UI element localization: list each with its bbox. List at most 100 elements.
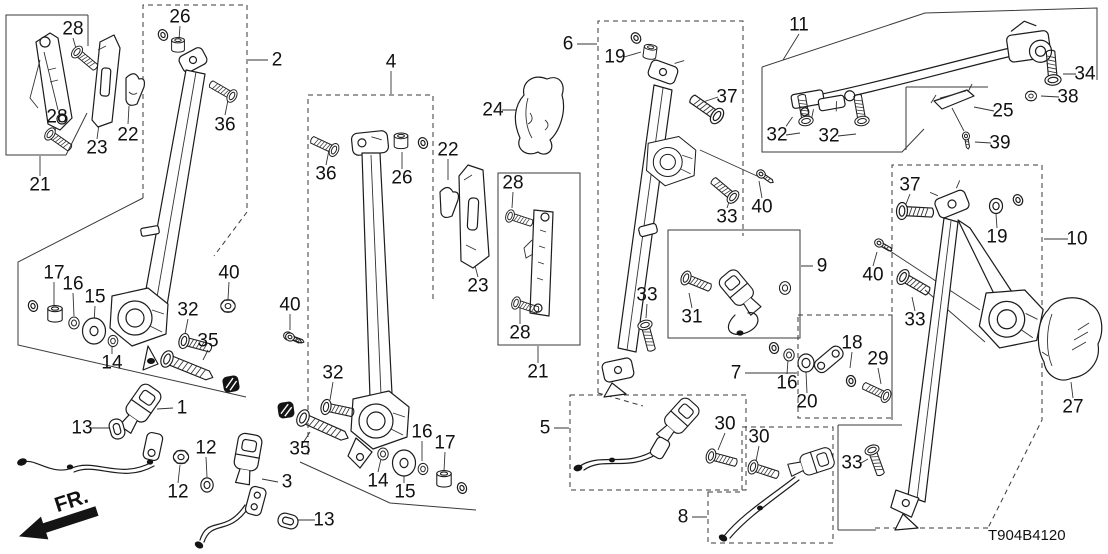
part-callout-37[interactable]: 37: [899, 174, 921, 196]
part-callout-26[interactable]: 26: [169, 6, 191, 28]
drawing-cap-35a: [221, 374, 241, 394]
part-callout-30[interactable]: 30: [748, 426, 770, 448]
part-callout-9[interactable]: 9: [816, 255, 828, 277]
part-callout-13[interactable]: 13: [313, 509, 335, 531]
drawing-washer-19b: [988, 197, 1004, 215]
drawing-clip-22-center: [439, 186, 460, 219]
part-callout-16[interactable]: 16: [62, 273, 84, 295]
part-callout-16[interactable]: 16: [411, 421, 433, 443]
part-callout-33[interactable]: 33: [636, 284, 658, 306]
part-callout-14[interactable]: 14: [367, 470, 389, 492]
part-callout-18[interactable]: 18: [841, 332, 863, 354]
drawing-height-adjuster-21-left: [29, 32, 73, 131]
part-callout-17[interactable]: 17: [434, 432, 456, 454]
drawing-bolt-28c: [503, 208, 535, 230]
part-callout-36[interactable]: 36: [315, 163, 337, 185]
part-callout-20[interactable]: 20: [796, 391, 818, 413]
drawing-bolt-30a: [704, 447, 740, 471]
part-callout-40[interactable]: 40: [751, 196, 773, 218]
part-callout-12[interactable]: 12: [167, 481, 189, 503]
drawing-buckle-assembly-9: [716, 266, 792, 336]
drawing-ring-19b: [1010, 192, 1026, 208]
part-callout-23[interactable]: 23: [467, 275, 489, 297]
part-callout-5[interactable]: 5: [539, 417, 551, 439]
part-callout-19[interactable]: 19: [986, 226, 1008, 248]
part-callout-1[interactable]: 1: [176, 397, 188, 419]
part-callout-16[interactable]: 16: [776, 372, 798, 394]
part-callout-30[interactable]: 30: [714, 413, 736, 435]
part-callout-3[interactable]: 3: [281, 471, 293, 493]
drawing-bolt-33a: [707, 173, 742, 207]
part-callout-40[interactable]: 40: [218, 262, 240, 284]
part-callout-31[interactable]: 31: [681, 306, 703, 328]
part-callout-21[interactable]: 21: [29, 174, 51, 196]
part-callout-32[interactable]: 32: [766, 124, 788, 146]
part-callout-38[interactable]: 38: [1057, 86, 1079, 108]
part-callout-24[interactable]: 24: [482, 99, 504, 121]
drawing-ring-12: [200, 477, 214, 493]
drawing-buckle-assembly-5: [573, 394, 703, 472]
drawing-nut-12: [172, 449, 190, 465]
part-callout-22[interactable]: 22: [437, 139, 459, 161]
part-callout-8[interactable]: 8: [677, 506, 689, 528]
part-callout-12[interactable]: 12: [195, 437, 217, 459]
drawing-screw-40d: [754, 167, 776, 187]
drawing-screw-40c: [283, 331, 306, 347]
drawing-clip-22-left: [125, 73, 146, 106]
part-callout-11[interactable]: 11: [789, 14, 809, 36]
part-callout-15[interactable]: 15: [84, 286, 106, 308]
part-callout-29[interactable]: 29: [867, 348, 889, 370]
part-callout-40[interactable]: 40: [862, 264, 884, 286]
part-callout-33[interactable]: 33: [716, 206, 738, 228]
part-callout-28[interactable]: 28: [46, 106, 68, 128]
part-callout-36[interactable]: 36: [214, 114, 236, 136]
part-callout-40[interactable]: 40: [279, 294, 301, 316]
part-callout-22[interactable]: 22: [117, 124, 139, 146]
drawing-cap-35b: [276, 400, 296, 420]
part-callout-21[interactable]: 21: [527, 361, 549, 383]
part-callout-35[interactable]: 35: [197, 330, 219, 352]
part-callout-37[interactable]: 37: [716, 86, 738, 108]
part-callout-13[interactable]: 13: [71, 417, 93, 439]
part-callout-28[interactable]: 28: [509, 322, 531, 344]
part-callout-33[interactable]: 33: [904, 309, 926, 331]
part-callout-10[interactable]: 10: [1066, 228, 1088, 250]
part-callout-32[interactable]: 32: [818, 125, 840, 147]
part-callout-28[interactable]: 28: [62, 18, 84, 40]
part-callout-4[interactable]: 4: [385, 51, 397, 73]
part-callout-32[interactable]: 32: [177, 299, 199, 321]
drawing-bolt-33b: [636, 318, 660, 354]
part-callout-28[interactable]: 28: [502, 172, 524, 194]
part-callout-34[interactable]: 34: [1074, 63, 1096, 85]
part-callout-15[interactable]: 15: [394, 481, 416, 503]
drawing-anchor-set-7: [767, 340, 857, 388]
part-callout-27[interactable]: 27: [1062, 396, 1084, 418]
part-callout-14[interactable]: 14: [101, 352, 123, 374]
part-callout-32[interactable]: 32: [322, 362, 344, 384]
part-callout-25[interactable]: 25: [992, 100, 1014, 122]
part-callout-6[interactable]: 6: [562, 33, 574, 55]
part-callout-23[interactable]: 23: [86, 137, 108, 159]
drawing-bolt-30b: [745, 458, 782, 483]
part-callout-7[interactable]: 7: [730, 362, 742, 384]
part-callout-19[interactable]: 19: [604, 46, 626, 68]
drawing-ring-26b: [416, 135, 430, 151]
drawing-seatbelt-assembly-2: [109, 27, 208, 371]
drawing-bolt-36b: [307, 132, 342, 159]
part-callout-26[interactable]: 26: [391, 167, 413, 189]
drawing-bolt-35a: [157, 348, 217, 387]
drawing-washer-20: [797, 353, 815, 373]
part-callout-33[interactable]: 33: [841, 452, 863, 474]
drawing-washer-stack-belt4: [377, 447, 469, 496]
drawing-collar-26b: [393, 132, 409, 150]
part-callout-2[interactable]: 2: [271, 49, 283, 71]
drawing-bolt-37b: [895, 201, 935, 222]
drawing-bracket-25: [930, 83, 975, 110]
drawing-bolt-28b: [42, 125, 76, 155]
drawing-buckle-assembly-1: [17, 380, 165, 474]
part-callout-35[interactable]: 35: [289, 438, 311, 460]
part-callout-39[interactable]: 39: [989, 132, 1011, 154]
part-callout-17[interactable]: 17: [43, 262, 65, 284]
